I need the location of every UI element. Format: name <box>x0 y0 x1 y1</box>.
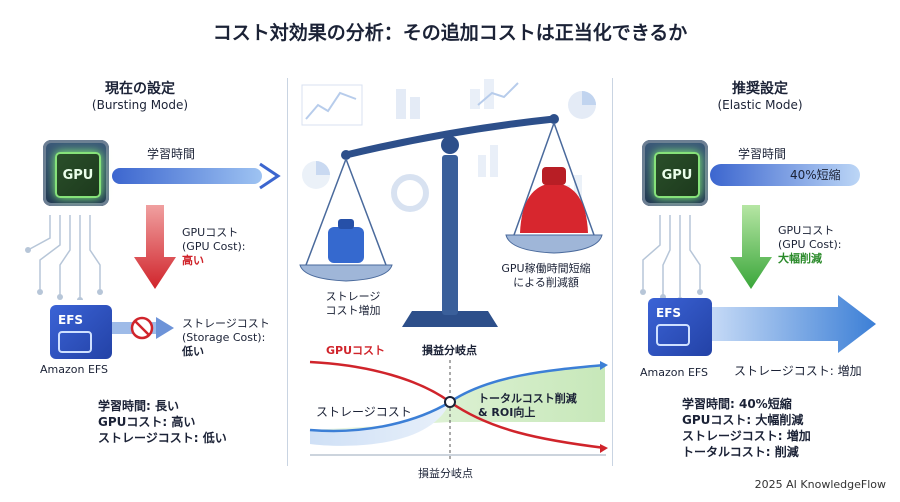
right-bar-value: 40%短縮 <box>790 168 841 182</box>
left-storage-label: ストレージコスト <box>182 317 270 330</box>
footer-credit: 2025 AI KnowledgeFlow <box>754 478 886 491</box>
gpu-chip-icon-right: GPU <box>642 140 708 206</box>
left-gpu-cost-en: (GPU Cost): <box>182 240 246 253</box>
right-storage-line: ストレージコスト: 増加 <box>734 364 862 378</box>
gpu-chip-label: GPU <box>654 152 700 198</box>
pan-right-line: による削減額 <box>513 276 579 289</box>
right-mode: (Elastic Mode) <box>717 98 803 112</box>
right-gpu-cost-label: GPUコスト <box>778 224 835 237</box>
training-time-bar-right <box>710 164 860 186</box>
pan-right-line: GPU稼働時間短縮 <box>501 262 591 275</box>
efs-caption-left: Amazon EFS <box>40 363 109 376</box>
efs-label-right: EFS <box>656 306 682 320</box>
breakeven-top-label: 損益分岐点 <box>422 344 477 357</box>
curve-gpu-label: GPUコスト <box>326 344 386 357</box>
right-heading: 推奨設定 <box>732 81 788 97</box>
left-summary-line: 学習時間: 長い <box>98 399 179 413</box>
right-gpu-cost-value: 大幅削減 <box>778 252 822 265</box>
curve-storage-label: ストレージコスト <box>316 405 412 419</box>
efs-caption-right: Amazon EFS <box>640 366 709 379</box>
left-gpu-cost-value: 高い <box>182 254 204 267</box>
right-summary-line: 学習時間: 40%短縮 <box>682 397 792 411</box>
circuit-lines-left <box>25 215 103 300</box>
left-mode: (Bursting Mode) <box>91 98 189 112</box>
left-storage-value: 低い <box>182 345 204 358</box>
storage-flow-arrow-right <box>700 295 876 353</box>
right-summary-line: ストレージコスト: 増加 <box>682 429 811 443</box>
curve-total-label: トータルコスト削減 & ROI向上 <box>478 392 577 420</box>
gpu-cost-up-arrow-icon <box>134 205 176 289</box>
right-summary: 学習時間: 40%短縮 GPUコスト: 大幅削減 ストレージコスト: 増加 トー… <box>682 396 811 460</box>
training-time-bar-left <box>112 162 281 190</box>
efs-icon-right: EFS <box>648 298 712 356</box>
gpu-cost-down-arrow-icon <box>730 205 772 289</box>
storage-flow-blocked-icon <box>112 316 174 340</box>
pan-left-label: ストレージ コスト増加 <box>318 290 388 318</box>
left-summary-line: ストレージコスト: 低い <box>98 431 227 445</box>
left-summary: 学習時間: 長い GPUコスト: 高い ストレージコスト: 低い <box>98 398 227 446</box>
left-heading: 現在の設定 <box>105 81 175 97</box>
gpu-chip-icon-left: GPU <box>43 140 109 206</box>
pan-left-line: ストレージ <box>325 290 381 303</box>
efs-icon-left: EFS <box>50 305 112 359</box>
left-bar-label: 学習時間 <box>147 147 196 161</box>
curve-total-line: & ROI向上 <box>478 406 536 419</box>
decorative-chart-icons <box>301 79 596 213</box>
pan-left-line: コスト増加 <box>325 304 381 317</box>
gpu-chip-label: GPU <box>55 152 101 198</box>
right-bar-label: 学習時間 <box>738 147 787 161</box>
curve-total-line: トータルコスト削減 <box>478 392 577 405</box>
left-divider <box>287 78 288 466</box>
right-divider <box>612 78 613 466</box>
right-summary-line: トータルコスト: 削減 <box>682 445 799 459</box>
efs-label-left: EFS <box>58 313 84 327</box>
breakeven-bottom-label: 損益分岐点 <box>418 467 473 480</box>
page-title: コスト対効果の分析：その追加コストは正当化できるか <box>212 22 688 44</box>
balance-scale-illustration <box>299 79 603 327</box>
right-summary-line: GPUコスト: 大幅削減 <box>682 413 804 427</box>
cost-curve-graph <box>309 360 608 462</box>
left-summary-line: GPUコスト: 高い <box>98 415 196 429</box>
right-gpu-cost-en: (GPU Cost): <box>778 238 842 251</box>
left-gpu-cost-label: GPUコスト <box>182 226 239 239</box>
left-storage-en: (Storage Cost): <box>182 331 266 344</box>
pan-right-label: GPU稼働時間短縮 による削減額 <box>486 262 606 290</box>
